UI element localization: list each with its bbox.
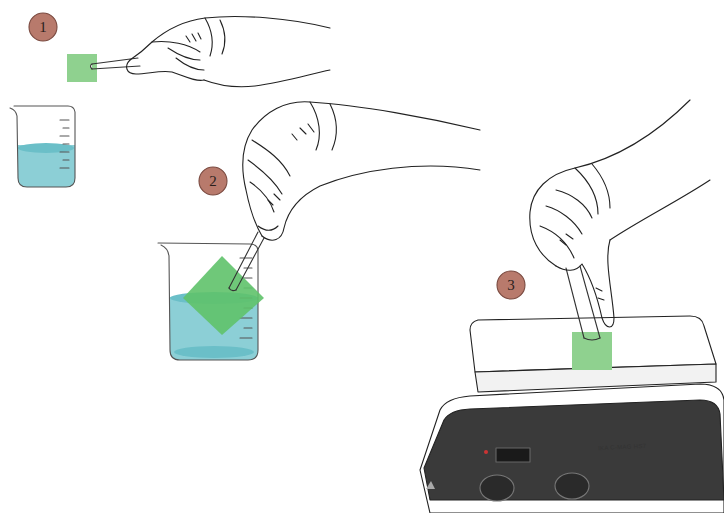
hand-with-tweezers: [229, 102, 480, 291]
hand-with-tweezers: [530, 100, 710, 340]
callout-circle: [199, 167, 227, 195]
hand-with-tweezers: [91, 16, 331, 86]
callout-circle: [497, 271, 525, 299]
callout-circle: [29, 13, 57, 41]
green-sample: [67, 54, 97, 82]
hot-plate: [420, 316, 724, 513]
callout-number: 2: [199, 167, 227, 195]
callout-number: 1: [29, 13, 57, 41]
callout-number: 3: [497, 271, 525, 299]
large-beaker: [158, 243, 264, 360]
small-beaker: [10, 106, 75, 187]
